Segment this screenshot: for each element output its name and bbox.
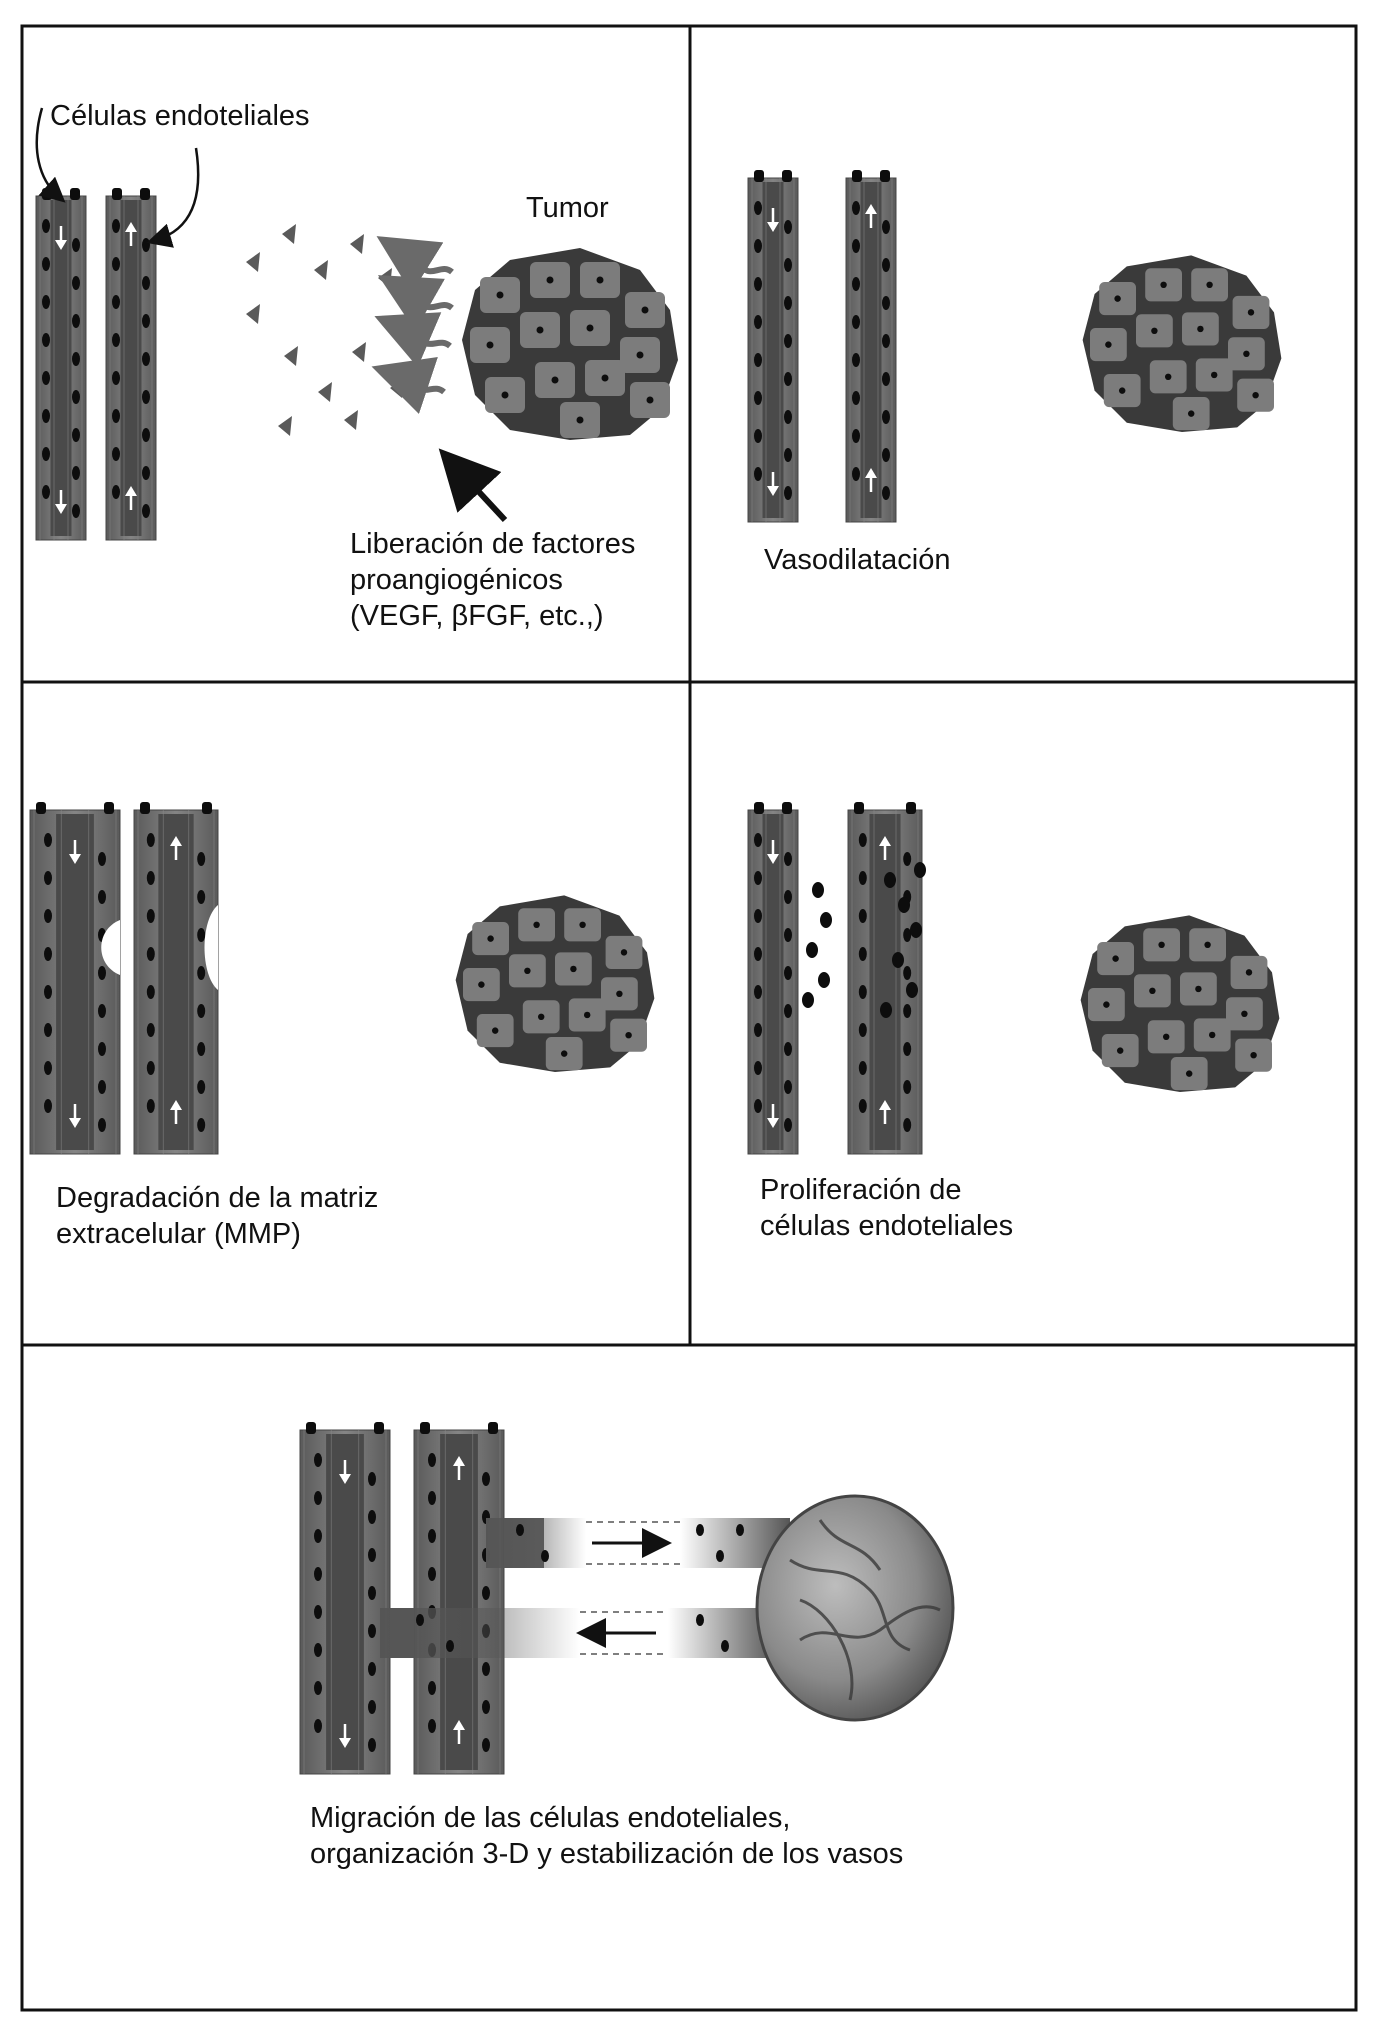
flow-arrow-icon [374,312,452,368]
growth-factors [246,224,404,436]
caption-line: (VEGF, βFGF, etc.,) [350,600,604,632]
growth-factor-icon [278,416,292,436]
tumor-icon [755,1494,955,1722]
cell-pointer-arrow-left [35,107,66,203]
flow-arrow-icon [69,1104,81,1128]
growth-factor-icon [246,252,260,272]
caption-line: células endoteliales [760,1210,1014,1242]
growth-factor-icon [284,346,298,366]
blood-vessel-icon [35,188,87,541]
caption-line: Migración de las células endoteliales, [310,1802,791,1834]
blood-vessel-icon [413,1422,505,1775]
cell-pointer-arrow-right [146,147,200,248]
flow-arrow-icon [453,1456,465,1480]
flow-arrow-icon [767,208,779,232]
flow-arrow-icon [55,490,67,514]
caption-line: Proliferación de [760,1174,962,1206]
blood-vessel-icon [845,170,897,523]
blood-vessel-icon [299,1422,391,1775]
blood-vessel-icon [29,802,121,1155]
growth-factor-icon [344,410,358,430]
tumor-icon [462,248,678,440]
growth-factor-icon [350,234,364,254]
flow-arrow-icon [69,840,81,864]
caption-line: Liberación de factores [350,528,636,560]
tumor-label-text: Tumor [526,192,609,224]
caption-line: proangiogénicos [350,564,563,596]
flow-arrow-icon [55,226,67,250]
panel-frames [20,24,1358,2012]
factor-release-arrows [371,236,454,414]
growth-factor-icon [352,342,366,362]
sprout-lower-near [380,1608,580,1658]
growth-factor-icon [378,268,392,288]
blood-vessels [29,170,926,1775]
flow-arrow-icon [767,840,779,864]
tumor-icon [1082,255,1282,432]
growth-factor-icon [314,260,328,280]
caption-line: extracelular (MMP) [56,1218,301,1250]
flow-arrow-icon [865,468,877,492]
flow-arrow-icon [339,1724,351,1748]
growth-factor-icon [282,224,296,244]
growth-factor-icon [246,304,260,324]
growth-factor-icon [390,378,404,398]
flow-arrow-icon [371,357,446,414]
panel-4-caption: Proliferación de células endoteliales [760,1172,1013,1244]
vascularized-tumor [755,1494,955,1722]
flow-arrow-icon [865,204,877,228]
sprout-upper-near [486,1518,586,1568]
blood-vessel-icon [133,802,219,1155]
flow-arrow-icon [125,486,137,510]
flow-arrow-icon [170,1100,182,1124]
blood-vessel-icon [105,188,157,541]
flow-arrow-icon [767,1104,779,1128]
tumor-label: Tumor [526,190,609,226]
flow-arrow-icon [170,836,182,860]
panel-5-caption: Migración de las células endoteliales, o… [310,1800,903,1872]
release-pointer-arrow [438,448,508,523]
flow-arrow-icon [377,275,454,331]
blood-vessel-icon [847,802,923,1155]
cell-label: Células endoteliales [50,98,310,134]
caption-line: organización 3-D y estabilización de los… [310,1838,904,1870]
tumor-icon [455,895,655,1072]
panel-3-caption: Degradación de la matriz extracelular (M… [56,1180,378,1252]
flow-arrow-icon [453,1720,465,1744]
flow-arrow-icon [339,1460,351,1484]
caption-line: Vasodilatación [764,544,951,576]
flow-arrow-icon [767,472,779,496]
vessel-sprouts [380,1518,790,1658]
flow-arrow-icon [125,222,137,246]
tumor-icon [1080,915,1280,1092]
panel-2-caption: Vasodilatación [764,542,950,578]
panel-1-caption: Liberación de factores proangiogénicos (… [350,526,635,634]
tumors [455,248,1282,1092]
caption-line: Degradación de la matriz [56,1182,379,1214]
panel-frame-5 [20,1343,1358,2012]
growth-factor-icon [318,382,332,402]
blood-vessel-icon [747,170,799,523]
flow-arrow-icon [879,836,891,860]
blood-vessel-icon [747,802,799,1155]
cell-label-text: Células endoteliales [50,100,310,132]
flow-arrow-icon [879,1100,891,1124]
flow-arrow-icon [376,236,454,294]
